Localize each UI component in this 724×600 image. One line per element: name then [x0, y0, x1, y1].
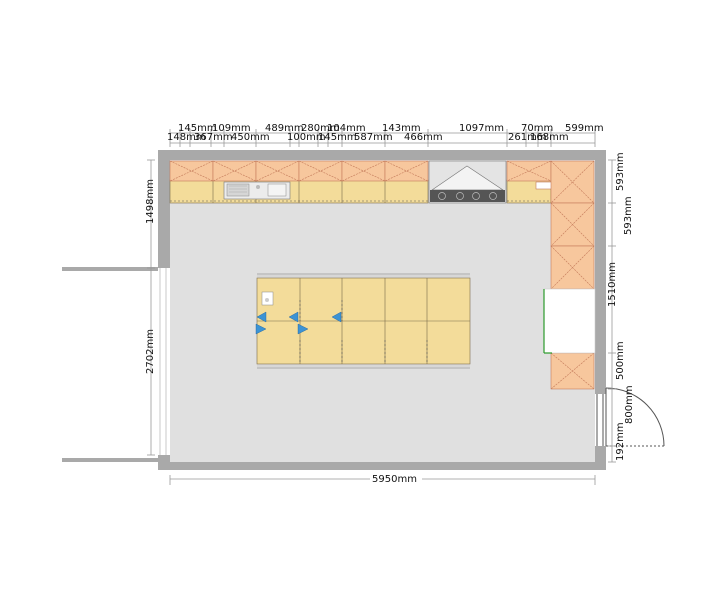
walls: [62, 150, 606, 470]
dim-label-right: 192mm: [615, 422, 626, 461]
right-cabinets: [550, 160, 595, 390]
dim-label: 587mm: [354, 132, 393, 143]
sink: [223, 181, 291, 200]
wall-cabinet: [255, 160, 300, 182]
dim-label: 70mm: [521, 123, 553, 134]
dim-label: 599mm: [565, 123, 604, 134]
tall-cabinet: [550, 160, 595, 204]
wall-left-lower: [158, 455, 170, 470]
wall-cabinet: [341, 160, 386, 182]
dim-label-right: 800mm: [624, 385, 635, 424]
island-appliance: [261, 291, 274, 306]
dim-label-left-opening: 2702mm: [145, 329, 156, 374]
top-upper-labels: 145mm 109mm 489mm 280mm 104mm 143mm 1097…: [178, 123, 604, 134]
wall-cabinet: [212, 160, 257, 182]
hob-with-hood: [428, 160, 507, 204]
wall-cabinet: [298, 160, 343, 182]
fridge: [543, 288, 596, 354]
right-dimension-lines: [608, 159, 616, 463]
dim-label-right: 500mm: [615, 341, 626, 380]
dim-label-right: 593mm: [623, 196, 634, 235]
back-wall-cabinets: [169, 160, 552, 182]
wall-left-upper: [158, 150, 170, 268]
wall-cabinet: [506, 160, 552, 182]
top-lower-labels: 148mm 367mm 450mm 100mm 145mm 587mm 466m…: [167, 132, 569, 143]
left-opening: [159, 268, 167, 455]
dim-label-right: 593mm: [615, 152, 626, 191]
dim-label: 143mm: [382, 123, 421, 134]
outlet-markers: [255, 311, 342, 335]
hob-burners: [430, 190, 505, 202]
tall-cabinet: [550, 245, 595, 290]
island: [255, 273, 471, 369]
dim-label-left-top: 1498mm: [145, 179, 156, 224]
dim-label: 1097mm: [459, 123, 504, 134]
dim-label: 145mm: [178, 123, 217, 134]
marker-icon: [256, 311, 267, 323]
wall-bottom: [158, 462, 606, 470]
dim-label: 450mm: [231, 132, 270, 143]
wall-cabinet: [169, 160, 214, 182]
tall-cabinet: [550, 202, 595, 247]
dim-label: 367mm: [194, 132, 233, 143]
dim-label: 109mm: [212, 123, 251, 134]
outside-wall-upper: [62, 267, 158, 271]
left-dimension-lines: [147, 159, 155, 456]
dim-label: 100mm: [287, 132, 326, 143]
dim-label: 466mm: [404, 132, 443, 143]
top-dimension-lines: [169, 129, 596, 147]
dim-label: 489mm: [265, 123, 304, 134]
dim-label: 280mm: [301, 123, 340, 134]
tall-cabinet: [550, 352, 595, 390]
wall-cabinet: [384, 160, 429, 182]
wall-right-lower: [595, 446, 606, 470]
marker-icon: [255, 323, 267, 335]
wall-right-upper: [595, 150, 606, 394]
dim-label: 261mm: [508, 132, 547, 143]
corner-wall-unit: [535, 181, 553, 190]
outside-wall-lower: [62, 458, 158, 462]
right-door: [596, 387, 665, 447]
marker-icon: [288, 311, 299, 323]
wall-top: [158, 150, 606, 160]
marker-icon: [331, 311, 342, 323]
dim-label: 104mm: [327, 123, 366, 134]
dim-label-bottom: 5950mm: [372, 474, 417, 485]
marker-icon: [297, 323, 309, 335]
dim-label-right: 1510mm: [607, 262, 618, 307]
dim-label: 168mm: [530, 132, 569, 143]
dim-label: 145mm: [318, 132, 357, 143]
dim-label: 148mm: [167, 132, 206, 143]
